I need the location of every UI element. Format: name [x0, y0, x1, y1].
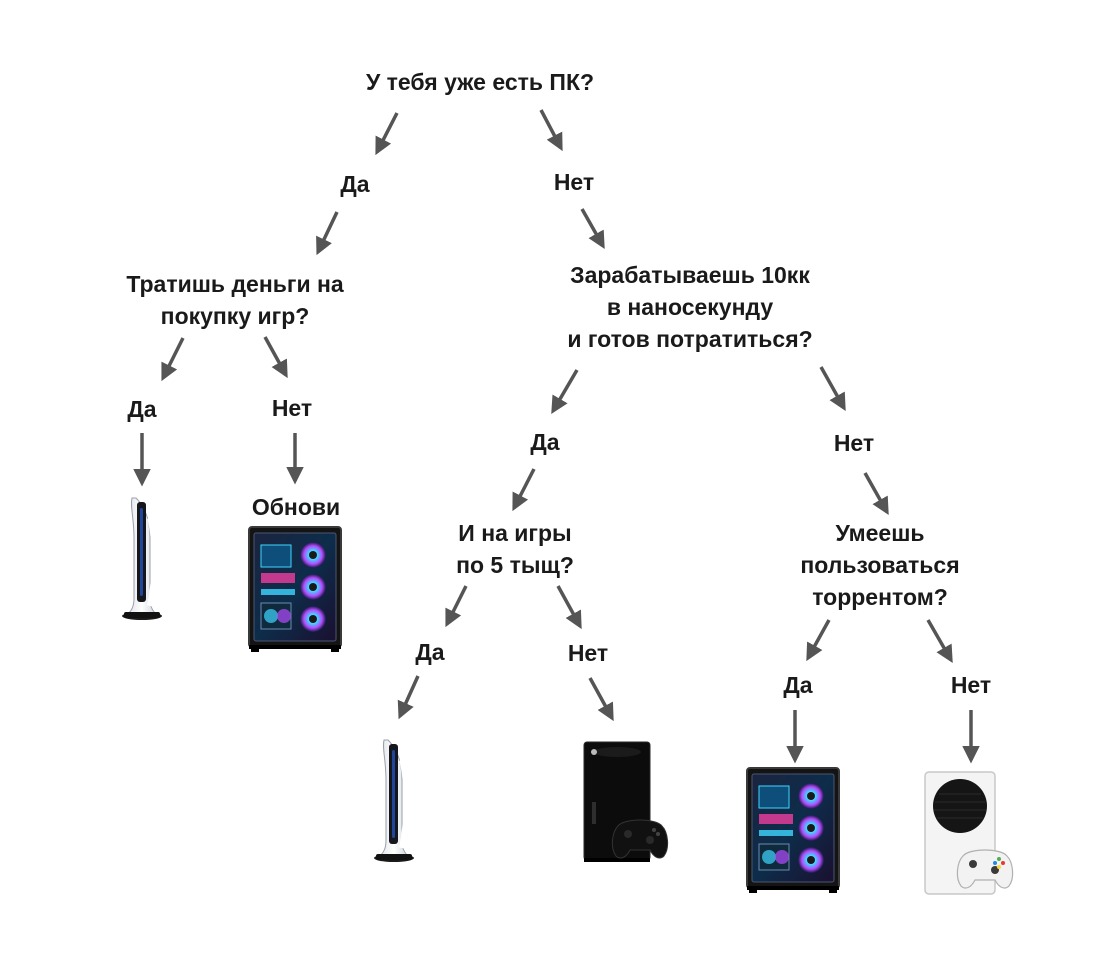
arrow — [161, 337, 185, 382]
playstation-5-console-icon — [374, 740, 414, 862]
answer-yes: Да — [415, 639, 445, 665]
arrow — [539, 109, 563, 152]
arrow — [819, 366, 846, 412]
arrow — [445, 585, 468, 628]
question-have-pc: У тебя уже есть ПК? — [365, 69, 595, 95]
arrow — [806, 619, 831, 662]
arrow — [556, 585, 582, 630]
answer-no: Нет — [950, 672, 992, 698]
question-spend-on-games: Тратишь деньги на покупку игр? — [126, 271, 344, 329]
arrow — [926, 619, 953, 664]
arrow — [863, 472, 889, 516]
arrow — [316, 211, 339, 256]
flow-arrows — [133, 109, 980, 764]
gaming-pc-icon — [248, 526, 342, 653]
arrow — [551, 369, 579, 415]
answer-no: Нет — [567, 640, 609, 666]
question-earn-10kk: Зарабатываешь 10кк в наносекунду и готов… — [567, 262, 813, 352]
answer-no: Нет — [271, 395, 313, 421]
answer-yes: Да — [127, 396, 157, 422]
answer-no: Нет — [553, 169, 595, 195]
answer-yes: Да — [340, 171, 370, 197]
arrow — [580, 208, 605, 250]
answer-yes: Да — [783, 672, 813, 698]
answer-yes: Да — [530, 429, 560, 455]
playstation-5-console-icon — [122, 498, 162, 620]
arrow — [397, 675, 420, 720]
arrow — [512, 468, 536, 512]
arrow — [588, 677, 614, 722]
question-games-5k: И на игры по 5 тыщ? — [456, 520, 574, 578]
arrow — [263, 336, 288, 379]
question-torrent: Умеешь пользоваться торрентом? — [800, 520, 960, 610]
arrow — [375, 112, 399, 156]
result-upgrade: Обнови — [251, 494, 341, 520]
answer-no: Нет — [833, 430, 875, 456]
gaming-pc-icon — [746, 767, 840, 894]
